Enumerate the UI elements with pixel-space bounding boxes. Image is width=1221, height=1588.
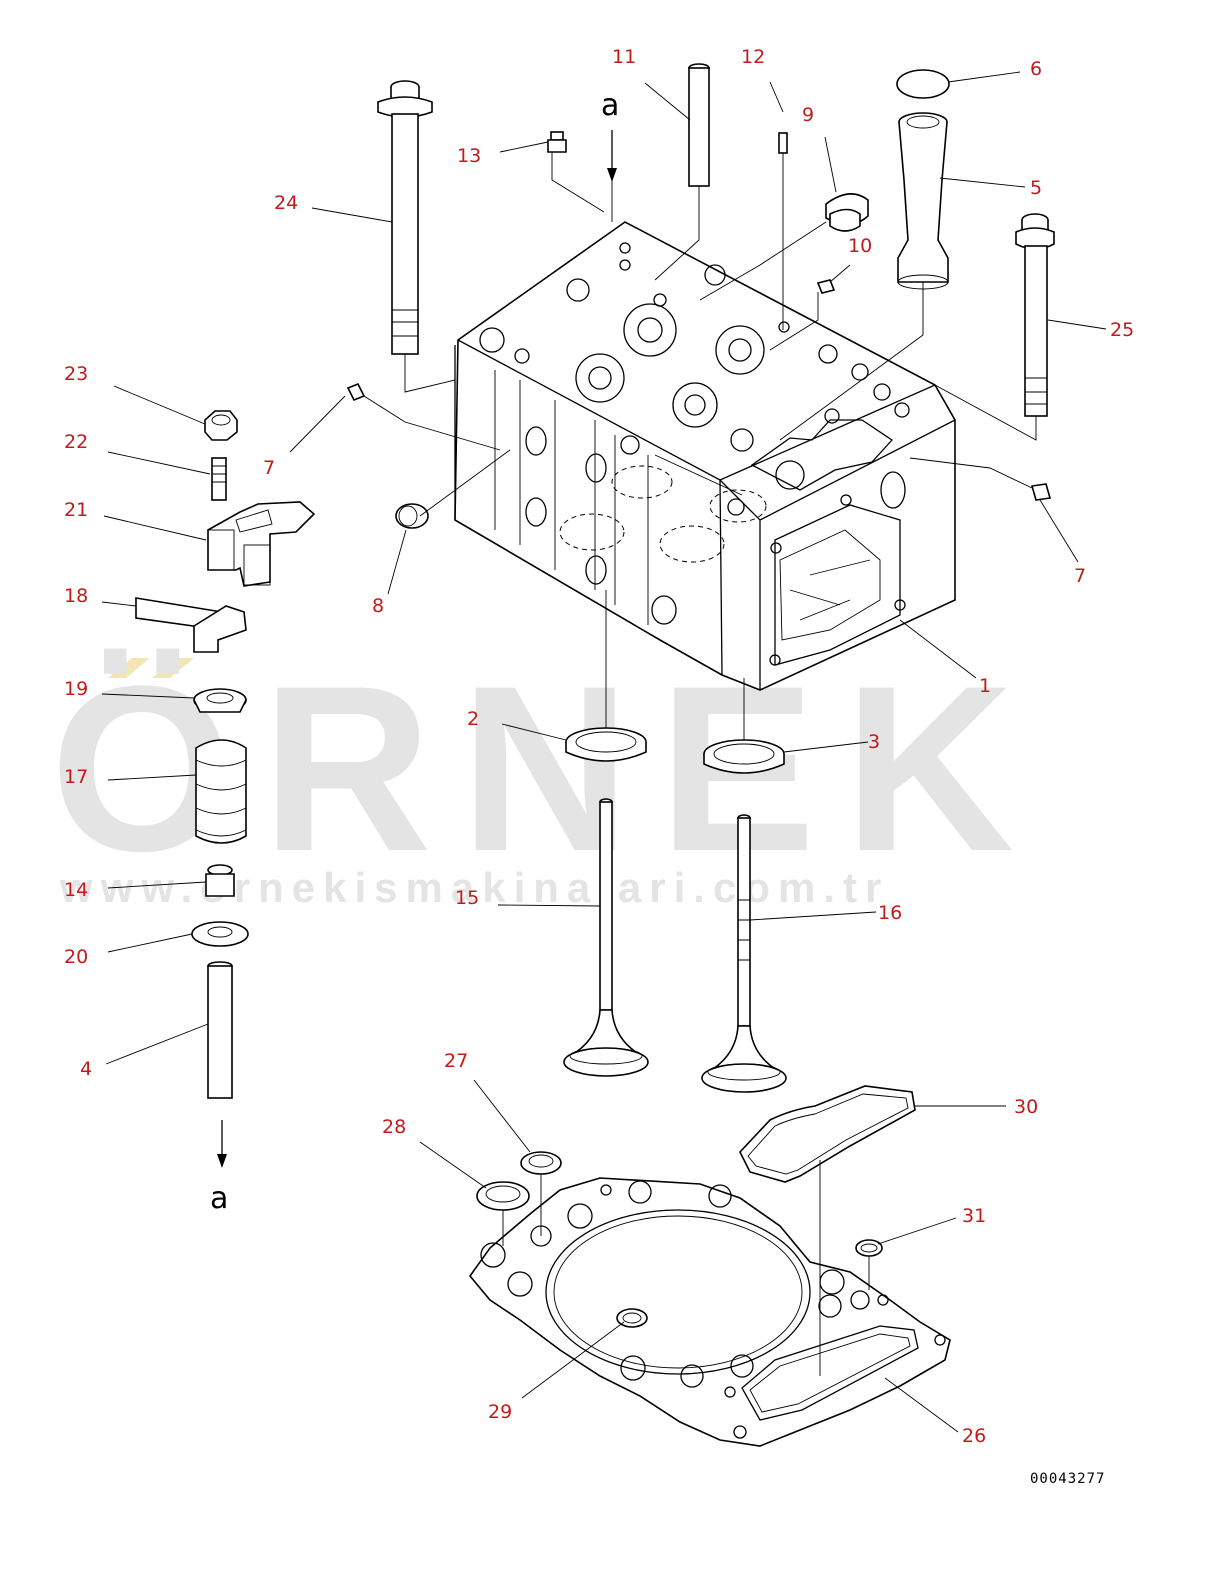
callout-25: 25 [1110, 319, 1134, 341]
callout-3: 3 [868, 731, 880, 753]
callout-9: 9 [802, 104, 814, 126]
callout-23: 23 [64, 363, 88, 385]
part-21-crosshead [207, 501, 316, 587]
callout-29: 29 [488, 1401, 512, 1423]
part-24-bolt [377, 80, 433, 355]
part-12-pin [778, 132, 788, 154]
section-marker-top: a [601, 88, 619, 123]
cylinder-head [454, 221, 956, 691]
callout-24: 24 [274, 192, 298, 214]
callout-11: 11 [612, 46, 636, 68]
part-28-ring [476, 1181, 530, 1211]
part-25-bolt [1015, 213, 1055, 417]
callout-17: 17 [64, 766, 88, 788]
callout-14: 14 [64, 879, 88, 901]
callout-8: 8 [372, 595, 384, 617]
part-7-plug-left [346, 382, 366, 402]
callout-19: 19 [64, 678, 88, 700]
callout-21: 21 [64, 499, 88, 521]
part-7-plug-right [1030, 483, 1052, 501]
part-4-guide [207, 961, 233, 1099]
part-2-seat [565, 727, 647, 762]
callout-7-right: 7 [1074, 565, 1086, 587]
callout-26: 26 [962, 1425, 986, 1447]
callout-18: 18 [64, 585, 88, 607]
section-marker-bottom: a [210, 1181, 228, 1216]
part-8-cap [395, 503, 429, 529]
callout-6: 6 [1030, 58, 1042, 80]
part-22-screw [211, 457, 227, 501]
callout-1: 1 [979, 675, 991, 697]
part-16-valve [701, 814, 787, 1093]
callout-labels: 1 2 3 4 5 6 7 7 8 9 10 11 12 13 14 15 16… [64, 46, 1134, 1447]
part-9-plug [825, 193, 869, 232]
part-17-spring [195, 739, 247, 844]
callout-7-left: 7 [263, 457, 275, 479]
callout-10: 10 [848, 235, 872, 257]
part-5-sleeve [897, 112, 949, 290]
callout-22: 22 [64, 431, 88, 453]
callout-27: 27 [444, 1050, 468, 1072]
callout-2: 2 [467, 708, 479, 730]
callout-30: 30 [1014, 1096, 1038, 1118]
callout-20: 20 [64, 946, 88, 968]
callout-12: 12 [741, 46, 765, 68]
part-29-ring [616, 1308, 648, 1328]
part-14-seal [205, 864, 235, 897]
drawing-code: 00043277 [1030, 1471, 1105, 1487]
part-18-clip [135, 597, 247, 653]
callout-4: 4 [80, 1058, 92, 1080]
callout-15: 15 [455, 887, 479, 909]
part-13-plug [547, 131, 567, 153]
part-6-disc [896, 69, 950, 99]
callout-16: 16 [878, 902, 902, 924]
callout-5: 5 [1030, 177, 1042, 199]
leader-lines [101, 71, 1107, 1433]
part-3-seat [703, 739, 785, 774]
part-27-ring [520, 1151, 562, 1175]
part-10-plug [816, 279, 836, 294]
part-23-nut [204, 410, 238, 441]
callout-28: 28 [382, 1116, 406, 1138]
part-11-pin [688, 63, 710, 187]
part-19-retainer [193, 688, 247, 713]
part-31-oring [855, 1239, 883, 1257]
callout-31: 31 [962, 1205, 986, 1227]
part-20-washer [191, 921, 249, 947]
part-15-valve [563, 798, 649, 1077]
callout-13: 13 [457, 145, 481, 167]
part-26-head-gasket [468, 1177, 951, 1447]
part-30-gasket [739, 1085, 916, 1183]
